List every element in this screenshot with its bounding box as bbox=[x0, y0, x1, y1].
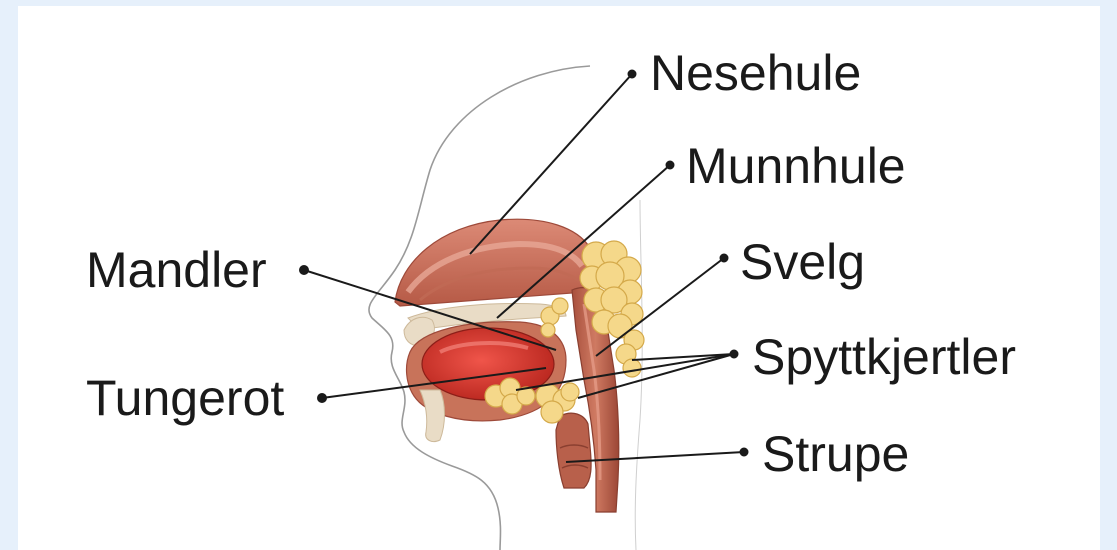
larynx-shape bbox=[556, 413, 591, 488]
leader-strupe bbox=[566, 452, 744, 462]
label-nesehule: Nesehule bbox=[650, 45, 861, 101]
label-munnhule: Munnhule bbox=[686, 138, 906, 194]
tonsil-gland bbox=[541, 298, 568, 337]
label-tungerot: Tungerot bbox=[86, 370, 284, 426]
nasal-cavity-shape bbox=[395, 219, 593, 306]
label-svelg: Svelg bbox=[740, 234, 865, 290]
jaw-bone bbox=[420, 390, 445, 442]
label-spyttkjertler: Spyttkjertler bbox=[752, 329, 1016, 385]
label-strupe: Strupe bbox=[762, 426, 909, 482]
label-mandler: Mandler bbox=[86, 242, 267, 298]
